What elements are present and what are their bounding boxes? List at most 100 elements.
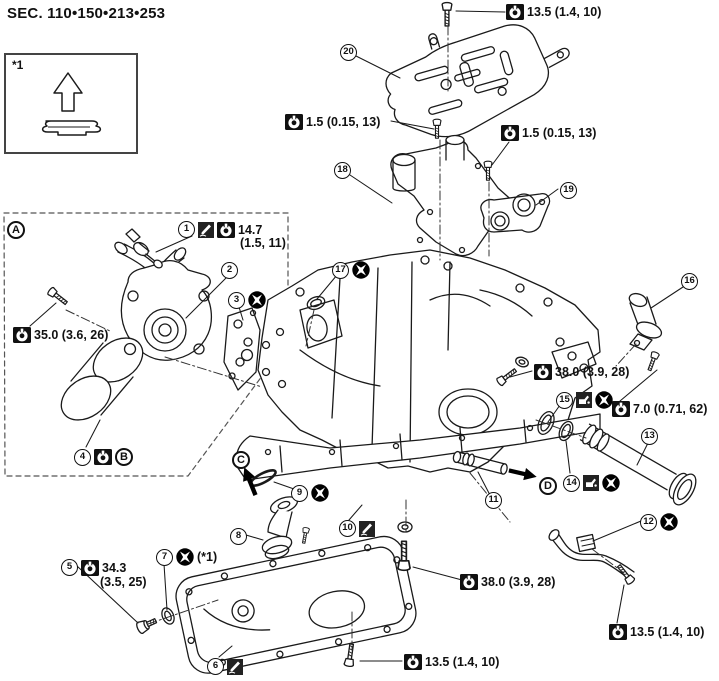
callout-13: 13: [641, 428, 658, 445]
view-label-b: B: [115, 448, 133, 466]
o-ring-17: [306, 295, 326, 311]
non-reusable-icon: [311, 484, 329, 502]
direction-arrow-c: [243, 467, 258, 496]
torque-wrench-icon: [217, 221, 235, 238]
callout-17-o-ring: 17: [332, 261, 370, 279]
torque-wrench-icon: [94, 449, 112, 465]
washer-note: (*1): [197, 550, 218, 564]
callout-11: 11: [485, 492, 502, 509]
torque-wrench-icon: [285, 114, 303, 130]
view-label-a: A: [7, 221, 25, 239]
callout-20: 20: [340, 44, 357, 61]
callout-6: 6: [207, 658, 224, 675]
callout-12: 12: [640, 513, 657, 531]
torque-label-switch-line2: (1.5, 11): [240, 236, 286, 250]
torque-wrench-icon: [81, 559, 99, 576]
note-box-label: *1: [12, 58, 24, 72]
section-title: SEC. 110•150•213•253: [7, 5, 166, 22]
washer-upper-pan-bolt: [397, 521, 413, 533]
sensor-bolt: [645, 350, 661, 373]
torque-wrench-icon: [609, 624, 627, 640]
torque-wrench-icon: [460, 574, 478, 590]
connector-tube: [452, 450, 508, 475]
sealant-icon: [359, 520, 375, 537]
oil-filter: [60, 337, 144, 421]
callout-14-o-ring: 14: [563, 474, 620, 492]
callout-7-washer: 7 (*1): [156, 548, 217, 566]
callout-15-o-ring: 15: [556, 391, 613, 409]
callout-4: 4: [74, 448, 91, 466]
torque-label-baffle-bolt: 13.5 (1.4, 10): [506, 4, 601, 20]
strainer-bolt: [300, 526, 311, 545]
torque-wrench-icon: [404, 654, 422, 670]
non-reusable-icon: [602, 474, 620, 492]
view-label-c: C: [232, 451, 250, 469]
torque-label-bracket-bolt-right: 1.5 (0.15, 13): [501, 125, 596, 141]
callout-3: 3: [228, 291, 245, 309]
oil-strainer: [261, 496, 299, 560]
callout-6-lower-pan: 6: [207, 658, 243, 675]
torque-label-upper-pan-bolt: 38.0 (3.9, 28): [460, 574, 555, 590]
gasket-install-direction-graphic: [41, 72, 102, 136]
callout-7: 7: [156, 548, 173, 566]
sealant-icon: [198, 221, 214, 238]
torque-wrench-icon: [501, 125, 519, 141]
non-reusable-icon: [248, 291, 266, 309]
torque-label-bracket-bolt-left: 1.5 (0.15, 13): [285, 114, 380, 130]
leader-lines: [29, 10, 684, 662]
baffle-plate: [385, 24, 570, 138]
torque-wrench-icon: [506, 4, 524, 20]
non-reusable-icon: [352, 261, 370, 279]
guide-tube: [579, 423, 697, 506]
non-reusable-icon: [595, 391, 613, 409]
oil-pump-assembly: [114, 241, 213, 361]
torque-label-block-bolt-right: 38.0 (3.9, 28): [534, 364, 629, 380]
callout-16: 16: [681, 273, 698, 290]
callout-8: 8: [230, 528, 247, 545]
non-reusable-icon: [660, 513, 678, 531]
non-reusable-icon: [176, 548, 194, 566]
sealant-icon: [227, 658, 243, 675]
torque-wrench-icon: [612, 401, 630, 417]
washer-block-bolt: [515, 356, 529, 368]
torque-label-tube-bracket-bolt: 13.5 (1.4, 10): [609, 624, 704, 640]
callout-9-gasket: 9: [291, 484, 329, 502]
callout-12-tube: 12: [640, 513, 678, 531]
washer-cross-section: [41, 120, 102, 136]
torque-label-pump-bolt: 35.0 (3.6, 26): [13, 327, 108, 343]
torque-wrench-icon: [534, 364, 552, 380]
torque-label-sensor-bolt: 7.0 (0.71, 62): [612, 401, 707, 417]
callout-9: 9: [291, 484, 308, 502]
drain-plug: [136, 618, 158, 635]
lower-pan-bolt: [343, 642, 357, 668]
callout-17: 17: [332, 261, 349, 279]
callout-14: 14: [563, 474, 580, 492]
torque-wrench-icon: [13, 327, 31, 343]
lower-oil-pan: [175, 535, 417, 674]
apply-oil-icon: [583, 475, 599, 491]
note-box: *1: [4, 53, 138, 154]
drain-tube: [548, 529, 635, 579]
callout-3-gasket: 3: [228, 291, 266, 309]
callout-5-drain-plug: 5 34.3: [61, 559, 126, 576]
torque-label-lower-pan-bolt: 13.5 (1.4, 10): [404, 654, 499, 670]
detail-a-region-outline: [3, 212, 289, 477]
up-arrow-icon: [53, 72, 83, 112]
callout-10: 10: [339, 520, 356, 537]
callout-5: 5: [61, 559, 78, 576]
callout-19: 19: [560, 182, 577, 199]
callout-18: 18: [334, 162, 351, 179]
oil-pump-gasket: [223, 307, 261, 391]
crankshaft-position-sensor: [628, 292, 663, 351]
callout-4-oil-filter: 4 B: [74, 448, 133, 466]
torque-label-drain-plug-line2: (3.5, 25): [100, 575, 147, 589]
callout-1: 1: [178, 221, 195, 238]
oil-pressure-switch: [125, 228, 163, 269]
pump-bolt: [46, 286, 70, 308]
direction-arrow-d: [508, 468, 537, 481]
callout-1-oil-pressure-switch: 1 14.7: [178, 221, 262, 238]
centerlines: [65, 25, 637, 651]
callout-10-upper-pan: 10: [339, 520, 375, 537]
tube-support-bracket: [480, 193, 551, 233]
